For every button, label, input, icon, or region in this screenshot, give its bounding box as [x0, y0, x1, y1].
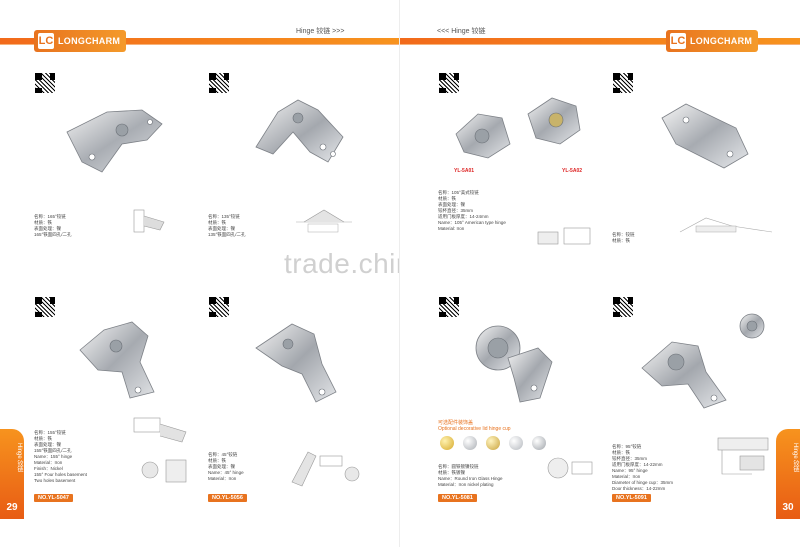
product-cell-155: 名称：155°铰链 材质：铁 表面处理：镍 155°铁面四孔/二孔 Name：1… — [34, 296, 204, 516]
silver-lid-swatch — [532, 436, 546, 450]
page-tab-right: Hinge 铰链 30 — [776, 429, 800, 519]
hinge-165-image — [66, 109, 163, 173]
silver-lid-swatch — [509, 436, 523, 450]
header-title-left: Hinge 铰链 >>> — [296, 28, 345, 35]
header-line — [0, 44, 400, 45]
decorative-lid-options — [440, 436, 546, 450]
brand-logo: LC LONGCHARM — [666, 30, 758, 52]
technical-drawing — [679, 217, 773, 233]
hinge-95-image — [641, 313, 765, 409]
technical-drawing — [291, 451, 360, 487]
product-cell-basic: 名称：铰链 材质：铁 — [612, 72, 782, 292]
silver-lid-swatch — [463, 436, 477, 450]
technical-drawing — [133, 209, 165, 233]
header-line — [400, 44, 800, 45]
hinge-45-image — [255, 323, 337, 403]
model-code-a: YL-5A01 — [454, 168, 475, 174]
hinge-105-image — [455, 97, 581, 159]
hinge-155-image — [79, 321, 155, 399]
product-spec-165: 名称：165°铰链 材质：铁 表面处理：镍 165°铁面四孔/二孔 — [34, 214, 72, 237]
product-spec-45: 名称：45°铰链 材质：铁 表面处理：镍 Name：45° hinge Mate… — [208, 452, 244, 481]
product-spec-round: 名称：圆铁镀镍铰链 材质：铁镀镍 Name：Round Iron Glass H… — [438, 464, 503, 487]
header-band — [400, 38, 800, 44]
product-spec-135: 名称：135°铰链 材质：铁 表面处理：镍 135°铁面四孔/二孔 — [208, 214, 246, 237]
product-cell-165: 名称：165°铰链 材质：铁 表面处理：镍 165°铁面四孔/二孔 — [34, 72, 204, 292]
product-cell-135: 名称：135°铰链 材质：铁 表面处理：镍 135°铁面四孔/二孔 — [208, 72, 378, 292]
brand-name: LONGCHARM — [690, 36, 753, 46]
brand-logo: LC LONGCHARM — [34, 30, 126, 52]
model-number-tag: NO.YL-5081 — [438, 494, 477, 502]
page-tab-left: Hinge 铰链 29 — [0, 429, 24, 519]
technical-drawing — [547, 457, 593, 479]
hinge-basic-image — [661, 103, 749, 169]
model-code-b: YL-5A02 — [562, 168, 583, 174]
product-spec-basic: 名称：铰链 材质：铁 — [612, 232, 635, 243]
qr-code — [438, 72, 460, 94]
header-band — [0, 38, 400, 44]
header-title-right: <<< Hinge 铰链 — [437, 28, 486, 35]
gold-lid-swatch — [440, 436, 454, 450]
qr-code — [438, 296, 460, 318]
logo-mark-icon: LC — [38, 33, 54, 49]
technical-drawing — [133, 417, 187, 483]
hinge-135-image — [255, 99, 344, 163]
hinge-round-image — [475, 325, 553, 403]
model-number-tag: NO.YL-5091 — [612, 494, 651, 502]
product-spec-105: 名称：105°美式铰链 材质：铁 表面处理：镍 铰杯直径：35mm 适用门板厚度… — [438, 190, 506, 231]
qr-code — [612, 72, 634, 94]
page-number: 30 — [782, 502, 794, 513]
qr-code — [208, 72, 230, 94]
technical-drawing — [717, 437, 769, 475]
right-page: LC LONGCHARM <<< Hinge 铰链 YL-5A01 YL-5A0… — [400, 0, 800, 547]
qr-code — [208, 296, 230, 318]
product-cell-105: YL-5A01 YL-5A02 名称：105°美式铰链 材质：铁 表面处理：镍 … — [438, 72, 608, 292]
gold-lid-swatch — [486, 436, 500, 450]
product-spec-95: 名称：95°铰链 材质：铁 铰杯直径：35mm 适用门板厚度：14-22mm N… — [612, 444, 674, 491]
product-cell-45: 名称：45°铰链 材质：铁 表面处理：镍 Name：45° hinge Mate… — [208, 296, 378, 516]
watermark: trade.china.cn — [284, 248, 400, 279]
product-cell-round: 可选配件装饰盖 Optional decorative lid hinge cu… — [438, 296, 608, 516]
technical-drawing — [537, 227, 591, 245]
technical-drawing — [296, 209, 352, 233]
qr-code — [612, 296, 634, 318]
brand-name: LONGCHARM — [58, 36, 121, 46]
model-number-tag: NO.YL-5047 — [34, 494, 73, 502]
qr-code — [34, 296, 56, 318]
page-number: 29 — [6, 502, 18, 513]
optional-lid-note: 可选配件装饰盖 Optional decorative lid hinge cu… — [438, 420, 511, 432]
logo-mark-icon: LC — [670, 33, 686, 49]
product-cell-95: 名称：95°铰链 材质：铁 铰杯直径：35mm 适用门板厚度：14-22mm N… — [612, 296, 782, 516]
left-page: LC LONGCHARM Hinge 铰链 >>> 名称：165°铰链 材质：铁… — [0, 28, 400, 519]
qr-code — [34, 72, 56, 94]
model-number-tag: NO.YL-5056 — [208, 494, 247, 502]
product-spec-155: 名称：155°铰链 材质：铁 表面处理：镍 155°铁面四孔/二孔 Name：1… — [34, 430, 87, 483]
